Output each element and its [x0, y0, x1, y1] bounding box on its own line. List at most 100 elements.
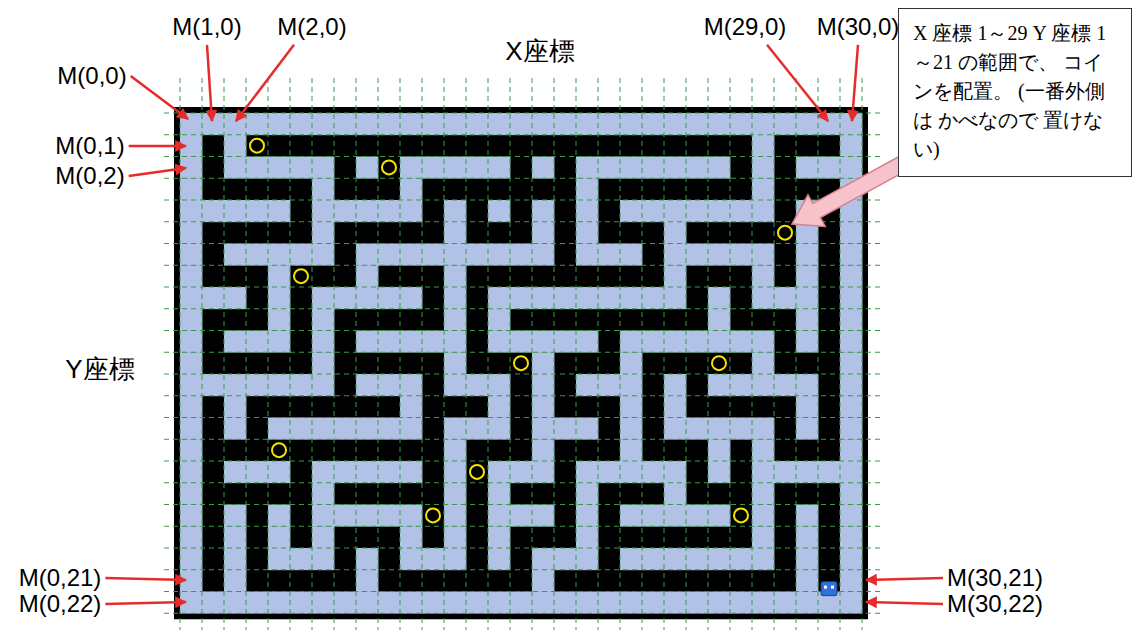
wall-cell — [224, 461, 246, 483]
wall-cell — [840, 331, 862, 353]
wall-cell — [224, 396, 246, 418]
wall-cell — [488, 548, 510, 570]
wall-cell — [180, 439, 202, 461]
wall-cell — [444, 113, 466, 135]
wall-cell — [752, 374, 774, 396]
wall-cell — [686, 113, 708, 135]
grid-line — [862, 78, 863, 630]
grid-line — [620, 78, 621, 630]
wall-cell — [752, 287, 774, 309]
grid-line — [224, 78, 225, 630]
wall-cell — [444, 352, 466, 374]
wall-cell — [312, 222, 334, 244]
wall-cell — [224, 157, 246, 179]
wall-cell — [532, 352, 554, 374]
grid-line — [164, 113, 880, 114]
player-eye — [824, 586, 827, 589]
wall-cell — [268, 309, 290, 331]
wall-cell — [356, 265, 378, 287]
wall-cell — [246, 461, 268, 483]
grid-line — [180, 78, 181, 630]
wall-cell — [444, 592, 466, 614]
wall-cell — [532, 157, 554, 179]
wall-cell — [180, 352, 202, 374]
wall-cell — [444, 222, 466, 244]
coin — [514, 356, 528, 370]
wall-cell — [224, 592, 246, 614]
wall-cell — [532, 374, 554, 396]
wall-cell — [510, 592, 532, 614]
wall-cell — [312, 352, 334, 374]
wall-cell — [444, 439, 466, 461]
wall-cell — [356, 331, 378, 353]
wall-cell — [576, 244, 598, 266]
wall-cell — [796, 331, 818, 353]
wall-cell — [532, 570, 554, 592]
wall-cell — [444, 418, 466, 440]
wall-cell — [664, 157, 686, 179]
wall-cell — [180, 483, 202, 505]
wall-cell — [268, 113, 290, 135]
wall-cell — [202, 200, 224, 222]
wall-cell — [268, 331, 290, 353]
wall-cell — [180, 505, 202, 527]
wall-cell — [730, 374, 752, 396]
wall-cell — [576, 157, 598, 179]
wall-cell — [378, 374, 400, 396]
player-icon — [821, 582, 837, 596]
grid-line — [202, 78, 203, 630]
grid-line — [164, 482, 880, 483]
grid-line — [422, 78, 423, 630]
wall-cell — [290, 548, 312, 570]
coordinate-label: M(0,2) — [55, 162, 124, 190]
wall-cell — [642, 157, 664, 179]
wall-cell — [796, 461, 818, 483]
wall-cell — [642, 113, 664, 135]
wall-cell — [290, 374, 312, 396]
wall-cell — [752, 113, 774, 135]
wall-cell — [268, 287, 290, 309]
wall-cell — [620, 113, 642, 135]
wall-cell — [378, 505, 400, 527]
wall-cell — [576, 505, 598, 527]
wall-cell — [444, 157, 466, 179]
wall-cell — [840, 222, 862, 244]
coordinate-label: M(2,0) — [277, 13, 346, 41]
wall-cell — [488, 374, 510, 396]
grid-line — [164, 221, 880, 222]
wall-cell — [312, 244, 334, 266]
wall-cell — [400, 178, 422, 200]
wall-cell — [840, 265, 862, 287]
wall-cell — [290, 418, 312, 440]
coordinate-grid — [164, 78, 880, 630]
wall-cell — [356, 287, 378, 309]
wall-cell — [840, 287, 862, 309]
wall-cell — [356, 244, 378, 266]
wall-cell — [576, 592, 598, 614]
wall-cell — [796, 548, 818, 570]
wall-cell — [840, 374, 862, 396]
wall-cell — [752, 157, 774, 179]
wall-cell — [620, 200, 642, 222]
wall-cell — [664, 222, 686, 244]
wall-cell — [312, 526, 334, 548]
wall-cell — [642, 548, 664, 570]
wall-cell — [664, 244, 686, 266]
wall-cell — [290, 157, 312, 179]
wall-cell — [576, 331, 598, 353]
leader-arrow — [866, 578, 943, 580]
grid-line — [466, 78, 467, 630]
wall-cell — [554, 418, 576, 440]
wall-cell — [554, 331, 576, 353]
axis-label: X座標 — [505, 37, 574, 67]
wall-cell — [796, 570, 818, 592]
wall-cell — [268, 418, 290, 440]
grid-line — [840, 78, 841, 630]
wall-cell — [488, 483, 510, 505]
wall-cell — [466, 592, 488, 614]
wall-cell — [466, 418, 488, 440]
wall-cell — [224, 287, 246, 309]
wall-cell — [488, 592, 510, 614]
grid-line — [818, 78, 819, 630]
wall-cell — [246, 374, 268, 396]
